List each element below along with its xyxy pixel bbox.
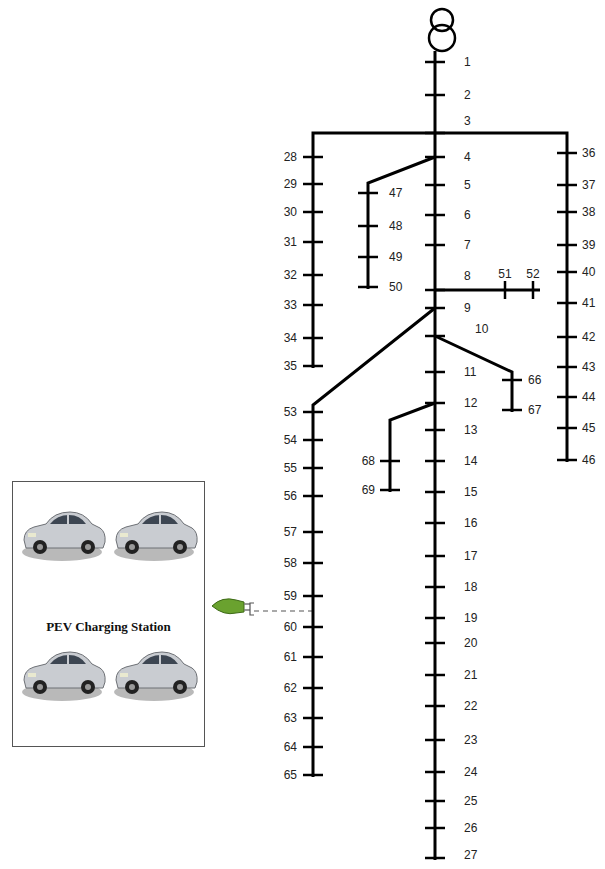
bus-number: 8 <box>464 269 471 283</box>
bus-number: 2 <box>464 88 471 102</box>
charging-plug <box>212 599 312 615</box>
station-title: PEV Charging Station <box>43 618 174 636</box>
bus-number: 24 <box>464 765 477 779</box>
bus-number: 47 <box>389 186 402 200</box>
bus-number: 51 <box>498 267 511 281</box>
feeder-lines <box>313 51 567 860</box>
bus-number: 59 <box>284 589 297 603</box>
bus-ticks <box>303 62 577 858</box>
bus-number: 69 <box>362 483 375 497</box>
transformer-symbol <box>429 9 455 51</box>
bus-number: 46 <box>582 453 595 467</box>
bus-number: 25 <box>464 794 477 808</box>
bus-number: 21 <box>464 668 477 682</box>
bus-number: 62 <box>284 681 297 695</box>
bus-number: 53 <box>284 405 297 419</box>
bus-number: 64 <box>284 740 297 754</box>
bus-number: 50 <box>389 280 402 294</box>
bus-number: 48 <box>389 219 402 233</box>
bus-number: 29 <box>284 177 297 191</box>
bus-number: 5 <box>464 178 471 192</box>
bus-number: 45 <box>582 421 595 435</box>
bus-number: 39 <box>582 238 595 252</box>
bus-number: 54 <box>284 433 297 447</box>
bus-number: 19 <box>464 611 477 625</box>
bus-number: 16 <box>464 516 477 530</box>
bus-number: 57 <box>284 525 297 539</box>
bus-number: 42 <box>582 330 595 344</box>
bus-number: 14 <box>464 454 477 468</box>
bus-number: 11 <box>464 365 476 379</box>
bus-number: 12 <box>464 396 477 410</box>
bus-number: 67 <box>528 403 541 417</box>
bus-number: 36 <box>582 146 595 160</box>
bus-number: 7 <box>464 238 471 252</box>
bus-number: 28 <box>284 150 297 164</box>
charging-station-box: PEV Charging Station <box>12 481 205 747</box>
bus-number: 6 <box>464 208 471 222</box>
bus-number: 44 <box>582 390 595 404</box>
bus-number: 40 <box>582 265 595 279</box>
bus-number: 35 <box>284 359 297 373</box>
bus-number: 37 <box>582 178 595 192</box>
bus-number: 55 <box>284 461 297 475</box>
bus-number: 31 <box>284 235 297 249</box>
bus-number: 18 <box>464 580 477 594</box>
bus-number: 34 <box>284 331 297 345</box>
bus-number: 13 <box>464 423 477 437</box>
bus-number: 52 <box>526 267 539 281</box>
bus-number: 58 <box>284 556 297 570</box>
bus-number: 41 <box>582 296 595 310</box>
bus-number: 66 <box>528 373 541 387</box>
bus-number: 17 <box>464 549 477 563</box>
bus-number: 1 <box>464 55 471 69</box>
bus-number: 43 <box>582 360 595 374</box>
bus-number: 3 <box>464 114 471 128</box>
bus-number: 23 <box>464 733 477 747</box>
bus-number: 61 <box>284 650 297 664</box>
bus-number: 15 <box>464 485 477 499</box>
bus-number: 65 <box>284 768 297 782</box>
bus-number: 68 <box>362 454 375 468</box>
bus-number: 49 <box>389 250 402 264</box>
bus-number: 4 <box>464 150 471 164</box>
bus-number: 32 <box>284 268 297 282</box>
bus-number: 60 <box>284 620 297 634</box>
bus-number: 63 <box>284 711 297 725</box>
bus-number: 30 <box>284 205 297 219</box>
bus-number: 20 <box>464 636 477 650</box>
bus-number: 38 <box>582 205 595 219</box>
bus-number: 9 <box>464 301 471 315</box>
bus-number: 27 <box>464 848 477 862</box>
bus-number: 22 <box>464 699 477 713</box>
bus-number: 56 <box>284 489 297 503</box>
bus-number: 26 <box>464 821 477 835</box>
bus-number: 33 <box>284 298 297 312</box>
bus-number: 10 <box>475 322 488 336</box>
car-illustrations <box>22 512 197 701</box>
